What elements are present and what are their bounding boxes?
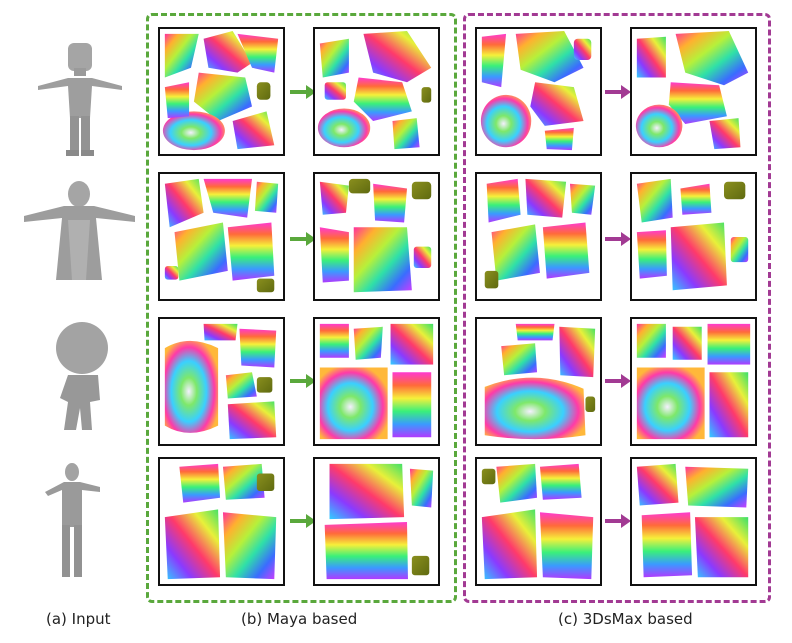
uv-atlas-maya-after-3 (313, 317, 440, 446)
arrow-maya-3 (290, 374, 316, 388)
arrow-maya-1 (290, 85, 316, 99)
uv-atlas-max-after-4 (630, 457, 757, 586)
uv-atlas-max-before-3 (475, 317, 602, 446)
arrow-maya-2 (290, 232, 316, 246)
uv-atlas-max-before-4 (475, 457, 602, 586)
arrow-max-3 (605, 374, 631, 388)
uv-atlas-max-after-3 (630, 317, 757, 446)
arrow-max-1 (605, 85, 631, 99)
uv-atlas-maya-before-4 (158, 457, 285, 586)
standing-figure (40, 462, 105, 582)
uv-atlas-max-before-2 (475, 172, 602, 301)
t-pose-figure (30, 38, 130, 163)
caption-max: (c) 3DsMax based (558, 610, 693, 628)
caption-input: (a) Input (46, 610, 111, 628)
uv-atlas-max-before-1 (475, 27, 602, 156)
maya-group-frame (146, 13, 457, 603)
coat-figure (22, 180, 137, 290)
arrow-max-2 (605, 232, 631, 246)
max-group-frame (463, 13, 771, 603)
uv-atlas-maya-after-1 (313, 27, 440, 156)
arrow-maya-4 (290, 514, 316, 528)
uv-atlas-maya-before-2 (158, 172, 285, 301)
uv-atlas-maya-before-3 (158, 317, 285, 446)
uv-atlas-maya-before-1 (158, 27, 285, 156)
uv-atlas-max-after-2 (630, 172, 757, 301)
uv-atlas-maya-after-2 (313, 172, 440, 301)
uv-atlas-maya-after-4 (313, 457, 440, 586)
caption-maya: (b) Maya based (241, 610, 358, 628)
uv-atlas-max-after-1 (630, 27, 757, 156)
big-head-figure (48, 320, 118, 435)
arrow-max-4 (605, 514, 631, 528)
